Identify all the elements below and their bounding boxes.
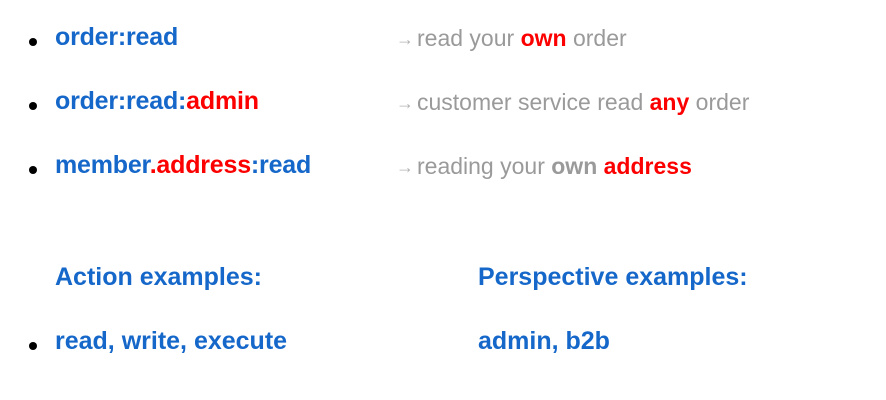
scope-examples-list: order:read →read your own order order:re…: [0, 22, 886, 214]
arrow-right-icon: →: [396, 93, 414, 113]
action-examples-value: read, write, execute: [55, 327, 288, 355]
bullet-icon: [29, 102, 37, 110]
scope-name: order:read: [55, 22, 178, 52]
scope-desc-segment: customer service read: [417, 89, 650, 115]
scope-name-segment: member: [55, 151, 150, 179]
scope-description: →reading your own address: [396, 151, 692, 182]
scope-description: →customer service read any order: [396, 87, 749, 118]
scope-desc-emphasis: own: [520, 25, 567, 51]
scope-row: order:read →read your own order: [0, 22, 886, 86]
scope-name: member.address:read: [55, 150, 311, 180]
scope-desc-segment: order: [689, 89, 750, 115]
perspective-examples-value: admin, b2b: [478, 327, 610, 355]
scope-desc-segment: reading your: [417, 153, 552, 179]
bullet-icon: [29, 38, 37, 46]
examples-heading-row: Action examples: Perspective examples:: [0, 262, 886, 326]
scope-name-segment: order:read:: [55, 87, 187, 115]
scope-name-resource: .address: [149, 151, 251, 179]
bullet-icon: [29, 166, 37, 174]
bullet-icon: [29, 342, 37, 350]
scope-row: order:read:admin →customer service read …: [0, 86, 886, 150]
arrow-right-icon: →: [396, 29, 414, 49]
scope-desc-emphasis: any: [649, 89, 690, 115]
scope-name-segment: order:read: [55, 23, 179, 51]
examples-value-row: read, write, execute admin, b2b: [0, 326, 886, 390]
scope-row: member.address:read →reading your own ad…: [0, 150, 886, 214]
scope-desc-emphasis: address: [603, 153, 692, 179]
scope-name: order:read:admin: [55, 86, 259, 116]
scope-description: →read your own order: [396, 23, 627, 54]
perspective-examples-heading: Perspective examples:: [478, 263, 748, 291]
scope-name-perspective: admin: [186, 87, 259, 115]
examples-block: Action examples: Perspective examples: r…: [0, 262, 886, 390]
action-examples-heading: Action examples:: [55, 263, 263, 291]
scope-name-action: :read: [250, 151, 312, 179]
scope-desc-segment: order: [566, 25, 627, 51]
scope-desc-segment: read your: [417, 25, 521, 51]
arrow-right-icon: →: [396, 157, 414, 177]
scope-desc-emphasis: own: [551, 153, 598, 179]
